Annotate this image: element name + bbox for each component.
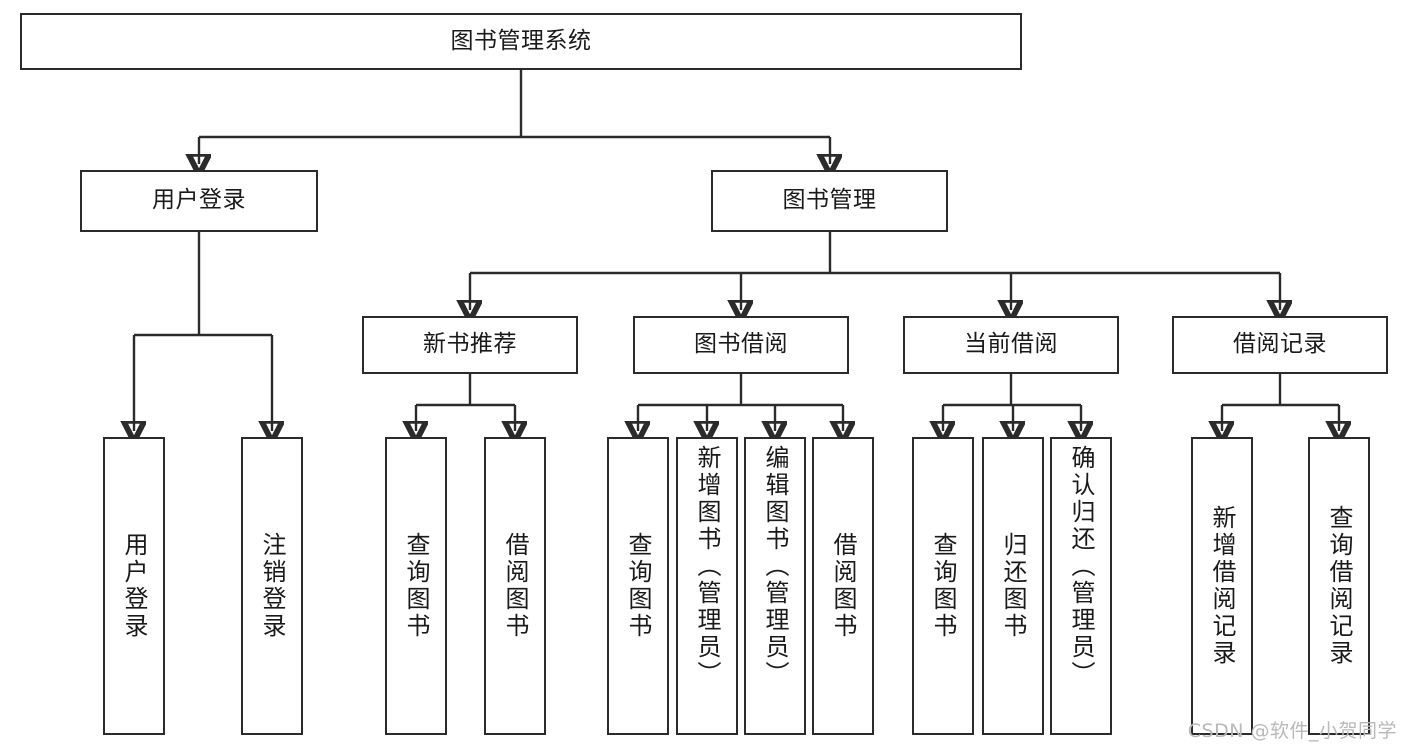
node-leaf-confirm-return[interactable]: 确认归还（管理员）	[1050, 437, 1112, 735]
node-leaf-add-record-label: 新增借阅记录	[1208, 505, 1236, 667]
node-leaf-borrow-book-2[interactable]: 借阅图书	[812, 437, 874, 735]
node-leaf-query-book-1[interactable]: 查询图书	[385, 437, 447, 735]
node-root[interactable]: 图书管理系统	[20, 13, 1022, 70]
node-new-book-recommend[interactable]: 新书推荐	[362, 316, 578, 374]
node-leaf-add-book-label: 新增图书（管理员）	[693, 445, 721, 688]
node-leaf-query-book-1-label: 查询图书	[402, 532, 430, 640]
node-leaf-logout[interactable]: 注销登录	[241, 437, 303, 735]
node-book-borrow[interactable]: 图书借阅	[633, 316, 849, 374]
node-leaf-confirm-return-label: 确认归还（管理员）	[1067, 445, 1095, 688]
node-borrow-records-label: 借阅记录	[1233, 331, 1327, 358]
node-leaf-query-book-2-label: 查询图书	[624, 532, 652, 640]
node-leaf-add-record[interactable]: 新增借阅记录	[1191, 437, 1253, 735]
node-leaf-return-book-label: 归还图书	[999, 532, 1027, 640]
watermark: CSDN @软件_小贺同学	[1187, 720, 1397, 742]
node-leaf-add-book[interactable]: 新增图书（管理员）	[676, 437, 738, 735]
node-new-book-recommend-label: 新书推荐	[423, 331, 517, 358]
node-current-borrow-label: 当前借阅	[964, 331, 1058, 358]
node-leaf-borrow-book-1[interactable]: 借阅图书	[484, 437, 546, 735]
node-book-borrow-label: 图书借阅	[694, 331, 788, 358]
node-user-login[interactable]: 用户登录	[80, 170, 318, 232]
node-borrow-records[interactable]: 借阅记录	[1172, 316, 1388, 374]
node-leaf-query-record-label: 查询借阅记录	[1325, 505, 1353, 667]
node-book-manage[interactable]: 图书管理	[711, 170, 948, 232]
node-root-label: 图书管理系统	[450, 27, 592, 54]
node-leaf-query-book-2[interactable]: 查询图书	[607, 437, 669, 735]
node-leaf-edit-book-label: 编辑图书（管理员）	[761, 445, 789, 688]
node-leaf-logout-label: 注销登录	[258, 532, 286, 640]
node-book-manage-label: 图书管理	[782, 187, 877, 214]
node-leaf-user-login-label: 用户登录	[120, 532, 148, 640]
node-user-login-label: 用户登录	[152, 187, 246, 214]
node-leaf-borrow-book-1-label: 借阅图书	[501, 532, 529, 640]
node-leaf-query-record[interactable]: 查询借阅记录	[1308, 437, 1370, 735]
node-leaf-edit-book[interactable]: 编辑图书（管理员）	[744, 437, 806, 735]
node-leaf-borrow-book-2-label: 借阅图书	[829, 532, 857, 640]
node-leaf-query-book-3-label: 查询图书	[929, 532, 957, 640]
node-leaf-return-book[interactable]: 归还图书	[982, 437, 1044, 735]
node-leaf-user-login[interactable]: 用户登录	[103, 437, 165, 735]
node-leaf-query-book-3[interactable]: 查询图书	[912, 437, 974, 735]
node-current-borrow[interactable]: 当前借阅	[903, 316, 1119, 374]
